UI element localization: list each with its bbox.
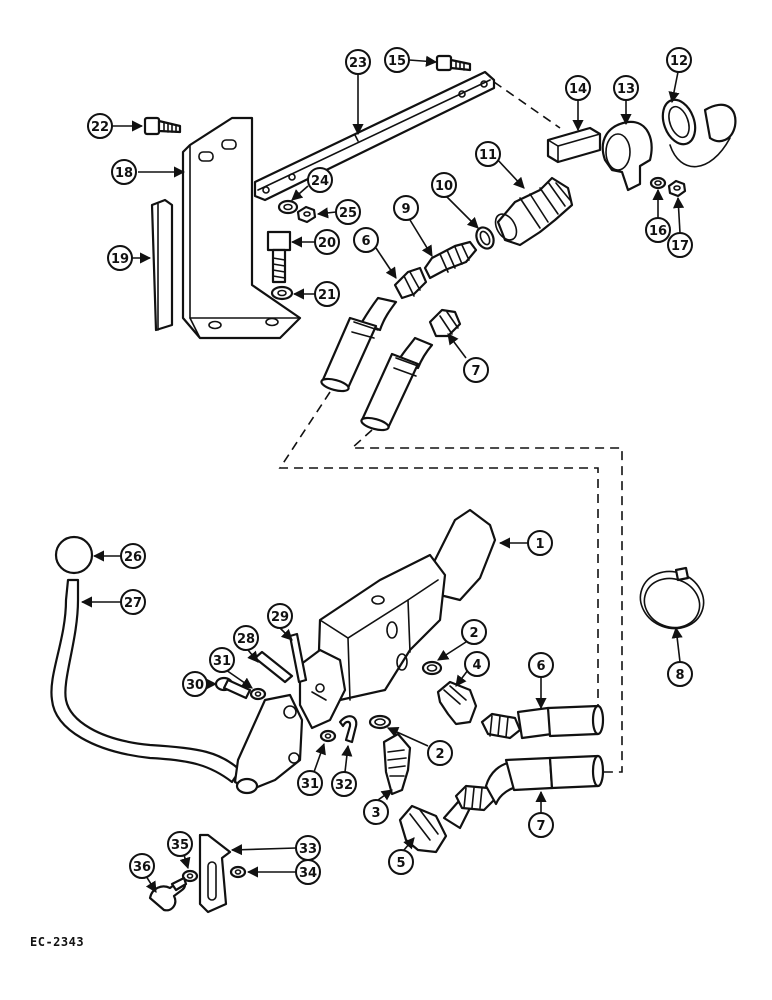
callout-label: 27 bbox=[124, 596, 142, 611]
control-valve bbox=[298, 508, 497, 730]
callout-label: 15 bbox=[388, 54, 406, 69]
callout-label: 12 bbox=[670, 54, 688, 69]
callout-label: 17 bbox=[671, 239, 689, 254]
washer bbox=[270, 285, 294, 301]
hydraulic-hose bbox=[454, 754, 605, 812]
callout-label: 36 bbox=[133, 860, 151, 875]
nut bbox=[667, 179, 687, 198]
washer bbox=[249, 687, 267, 701]
callout-label: 24 bbox=[311, 174, 329, 189]
washer bbox=[229, 865, 247, 879]
callout-label: 2 bbox=[469, 626, 478, 641]
control-lever bbox=[50, 535, 304, 795]
mounting-bracket bbox=[181, 116, 302, 340]
callout-label: 31 bbox=[301, 777, 319, 792]
straight-adapter bbox=[382, 732, 412, 796]
bolt bbox=[435, 54, 472, 72]
washer bbox=[277, 199, 299, 215]
callout-label: 19 bbox=[111, 252, 129, 267]
callout-label: 25 bbox=[339, 206, 357, 221]
callout-label: 34 bbox=[299, 866, 317, 881]
callout-label: 30 bbox=[186, 678, 204, 693]
callout-label: 7 bbox=[471, 364, 480, 379]
hydraulic-hose bbox=[320, 266, 428, 393]
clevis-pin bbox=[214, 676, 252, 700]
o-ring bbox=[475, 226, 495, 250]
washer bbox=[649, 176, 667, 190]
rubber-strip bbox=[150, 198, 174, 332]
o-ring-seal bbox=[368, 714, 392, 730]
callout-label: 32 bbox=[335, 778, 353, 793]
elbow-fitting bbox=[398, 800, 472, 854]
callout-label: 4 bbox=[472, 658, 481, 673]
callout-label: 28 bbox=[237, 632, 255, 647]
hose-clamp bbox=[639, 566, 705, 630]
callout-label: 29 bbox=[271, 610, 289, 625]
hydraulic-hose bbox=[360, 308, 462, 432]
o-ring-seal bbox=[421, 660, 443, 676]
dust-cap bbox=[661, 98, 737, 168]
cotter-pin bbox=[338, 715, 358, 744]
callout-label: 5 bbox=[396, 856, 405, 871]
pipe-clamp bbox=[601, 120, 653, 192]
wing-bolt bbox=[148, 876, 188, 912]
hydraulic-hose bbox=[480, 704, 605, 740]
bolt bbox=[266, 230, 292, 284]
support-bar bbox=[253, 70, 496, 202]
elbow-fitting bbox=[436, 680, 478, 726]
callout-label: 6 bbox=[536, 659, 545, 674]
callout-label: 31 bbox=[213, 654, 231, 669]
washer bbox=[319, 729, 337, 743]
clamp-block bbox=[546, 126, 602, 164]
callout-label: 13 bbox=[617, 82, 635, 97]
bolt bbox=[143, 116, 182, 136]
roll-pin bbox=[288, 632, 308, 684]
nut bbox=[296, 205, 317, 224]
callout-label: 6 bbox=[361, 234, 370, 249]
quick-coupler bbox=[494, 176, 574, 247]
callout-label: 35 bbox=[171, 838, 189, 853]
callout-label: 3 bbox=[371, 806, 380, 821]
callout-label: 22 bbox=[91, 120, 109, 135]
callout-label: 20 bbox=[318, 236, 336, 251]
callout-label: 1 bbox=[535, 537, 544, 552]
washer bbox=[181, 869, 199, 883]
callout-label: 10 bbox=[435, 179, 453, 194]
callout-label: 14 bbox=[569, 82, 587, 97]
callout-label: 9 bbox=[401, 202, 410, 217]
callout-label: 7 bbox=[536, 819, 545, 834]
callout-labels: 1 2 2 3 4 5 6 6 7 7 bbox=[80, 47, 693, 893]
callout-label: 2 bbox=[435, 747, 444, 762]
callout-label: 21 bbox=[318, 288, 336, 303]
pivot-pin bbox=[253, 650, 294, 684]
detent-plate bbox=[198, 833, 232, 914]
callout-label: 26 bbox=[124, 550, 142, 565]
callout-label: 33 bbox=[299, 842, 317, 857]
callout-label: 11 bbox=[479, 148, 497, 163]
figure-reference-code: EC-2343 bbox=[30, 935, 85, 949]
callout-label: 23 bbox=[349, 56, 367, 71]
callout-label: 18 bbox=[115, 166, 133, 181]
callout-label: 8 bbox=[675, 668, 684, 683]
callout-label: 16 bbox=[649, 224, 667, 239]
hose-adapter bbox=[423, 240, 478, 280]
